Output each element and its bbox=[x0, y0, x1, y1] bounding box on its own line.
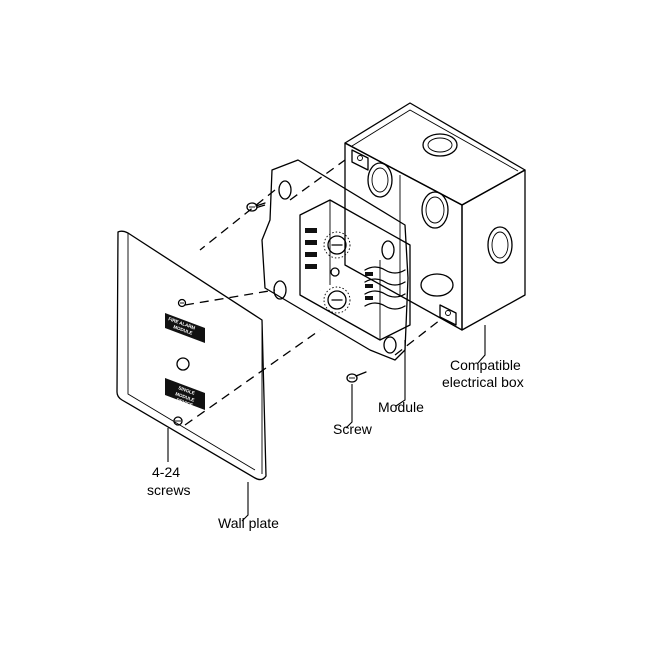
plate-label-bottom-line2: MODULE bbox=[175, 391, 195, 403]
alignment-guides bbox=[184, 159, 441, 426]
screw-label: Screw bbox=[333, 421, 372, 437]
plate-screws-label-line1: 4-24 bbox=[152, 464, 181, 480]
plate-screws-label-line2: screws bbox=[147, 482, 191, 498]
wall-plate-label: Wall plate bbox=[218, 515, 279, 531]
electrical-box bbox=[344, 102, 526, 331]
module-label: Module bbox=[378, 399, 424, 415]
plate-label-bottom-line3: DEVICE bbox=[176, 397, 194, 408]
electrical-box-label-line2: electrical box bbox=[442, 374, 524, 390]
box-screw bbox=[246, 202, 266, 212]
electrical-box-label-line1: Compatible bbox=[450, 357, 521, 373]
wall-plate bbox=[116, 230, 267, 481]
module bbox=[261, 159, 411, 361]
plate-label-top-line2: MODULE bbox=[173, 324, 193, 336]
module-screw bbox=[346, 371, 367, 383]
plate-label-bottom-line1: SINGLE bbox=[178, 385, 196, 396]
leader-lines bbox=[167, 325, 486, 522]
